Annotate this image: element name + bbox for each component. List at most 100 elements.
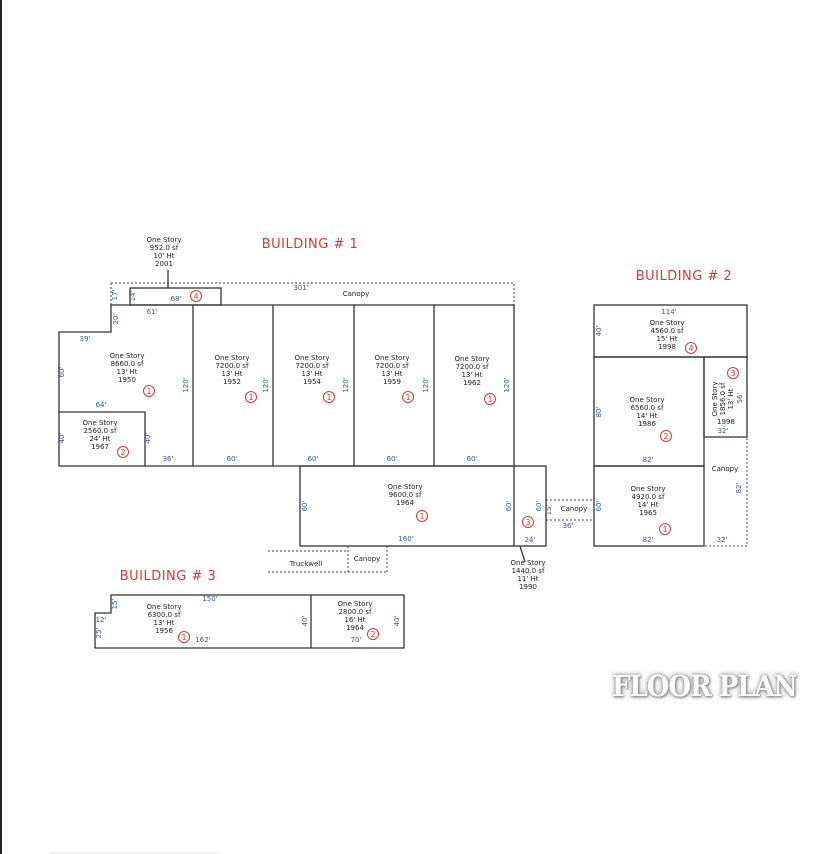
dimension-label: 40'	[393, 616, 401, 627]
section-label: 13' Ht	[461, 371, 482, 379]
dimension-label: 82'	[735, 483, 743, 494]
dimension-label: 15'	[111, 599, 119, 610]
dimension-label: 60'	[301, 501, 309, 512]
section-label: 8660.0 sf	[111, 360, 144, 368]
section-label: One Story	[83, 419, 118, 427]
section-number-marker	[245, 391, 257, 403]
dimension-label: 60'	[467, 455, 478, 463]
dimension-label: 120'	[422, 377, 430, 392]
floor-plan-title: FLOOR PLAN	[612, 670, 797, 704]
area-label: Canopy	[561, 505, 587, 513]
section-number-marker	[117, 446, 129, 458]
section-label: 6300.0 sf	[148, 611, 181, 619]
section-label: 1856.0 sf	[719, 382, 727, 415]
window-left-border	[0, 0, 2, 854]
section-label: 13' Ht	[221, 370, 242, 378]
section-number-marker	[178, 631, 190, 643]
section-label: 7200.0 sf	[296, 362, 329, 370]
dimension-label: 40'	[144, 433, 152, 444]
dimension-label: 60'	[227, 455, 238, 463]
section-label: 1998	[658, 343, 676, 351]
bottom-shadow	[50, 850, 220, 854]
area-label: Canopy	[354, 555, 380, 563]
section-label: 1956	[155, 627, 173, 635]
section-label: One Story	[375, 354, 410, 362]
section-label: One Story	[388, 483, 423, 491]
section-number: 3	[730, 369, 735, 378]
section-label: 4560.0 sf	[651, 327, 684, 335]
building-label: BUILDING # 1	[262, 237, 359, 252]
dimension-label: 24'	[525, 536, 536, 544]
dimension-label: 60'	[58, 367, 66, 378]
section-number-marker	[685, 342, 697, 354]
section-label: One Story	[338, 600, 373, 608]
section-label: 1962	[463, 379, 481, 387]
section-label: 1986	[638, 420, 656, 428]
section-number-marker	[190, 290, 202, 302]
building-1-walls	[58, 270, 594, 573]
section-label: 2800.0 sf	[339, 608, 372, 616]
section-number-marker	[402, 391, 414, 403]
dimension-label: 120'	[182, 377, 190, 392]
section-label: One Story	[455, 355, 490, 363]
section-label: 7200.0 sf	[216, 362, 249, 370]
area-label: Truckwell	[289, 560, 322, 568]
dimension-label: 150'	[202, 595, 217, 603]
dimension-label: 60'	[535, 501, 543, 512]
dimension-label: 32'	[717, 536, 728, 544]
dimension-label: 82'	[643, 456, 654, 464]
dimension-label: 120'	[503, 377, 511, 392]
section-label: 1965	[639, 509, 657, 517]
dimension-label: 40'	[301, 616, 309, 627]
section-number-marker	[727, 367, 739, 379]
section-number: 1	[487, 395, 492, 404]
section-label: 4920.0 sf	[632, 493, 665, 501]
section-number: 1	[405, 393, 410, 402]
section-label: One Story	[711, 382, 719, 417]
section-label: One Story	[631, 485, 666, 493]
section-number: 2	[120, 448, 125, 457]
dimension-label: 14'	[129, 291, 137, 302]
section-number: 2	[370, 630, 375, 639]
section-number-marker	[484, 393, 496, 405]
dimension-label: 114'	[661, 308, 676, 316]
section-number-marker	[416, 510, 428, 522]
section-label: 7200.0 sf	[456, 363, 489, 371]
building-3-walls	[94, 594, 405, 649]
section-label: 14' Ht	[637, 501, 658, 509]
dimension-label: 39'	[80, 335, 91, 343]
dimension-label: 20'	[112, 314, 120, 325]
section-label: 952.0 sf	[150, 244, 179, 252]
section-number: 1	[181, 633, 186, 642]
section-number-marker	[323, 391, 335, 403]
section-label: 11' Ht	[517, 575, 538, 583]
section-label: 1954	[303, 378, 321, 386]
section-label: 1964	[346, 624, 364, 632]
section-label: 13' Ht	[381, 370, 402, 378]
section-number: 1	[146, 387, 151, 396]
section-label: 13' Ht	[116, 368, 137, 376]
section-number-marker	[522, 516, 534, 528]
section-label: One Story	[650, 319, 685, 327]
section-label: One Story	[147, 603, 182, 611]
section-label: One Story	[630, 396, 665, 404]
section-label: 6560.0 sf	[631, 404, 664, 412]
dimension-label: 301'	[293, 284, 308, 292]
dimension-label: 162'	[195, 636, 210, 644]
section-number: 1	[419, 512, 424, 521]
dimension-label: 160'	[398, 535, 413, 543]
section-label: 1967	[91, 443, 109, 451]
section-number: 2	[663, 432, 668, 441]
section-year: 1998	[717, 418, 735, 426]
dimension-label: 40'	[58, 433, 66, 444]
section-label: 13' Ht	[153, 619, 174, 627]
section-label: 1440.0 sf	[512, 567, 545, 575]
building-label: BUILDING # 3	[120, 569, 217, 584]
area-label: Canopy	[712, 465, 738, 473]
section-label: One Story	[511, 559, 546, 567]
section-label: 1990	[519, 583, 537, 591]
section-number-marker	[143, 385, 155, 397]
section-label: 1950	[118, 376, 136, 384]
